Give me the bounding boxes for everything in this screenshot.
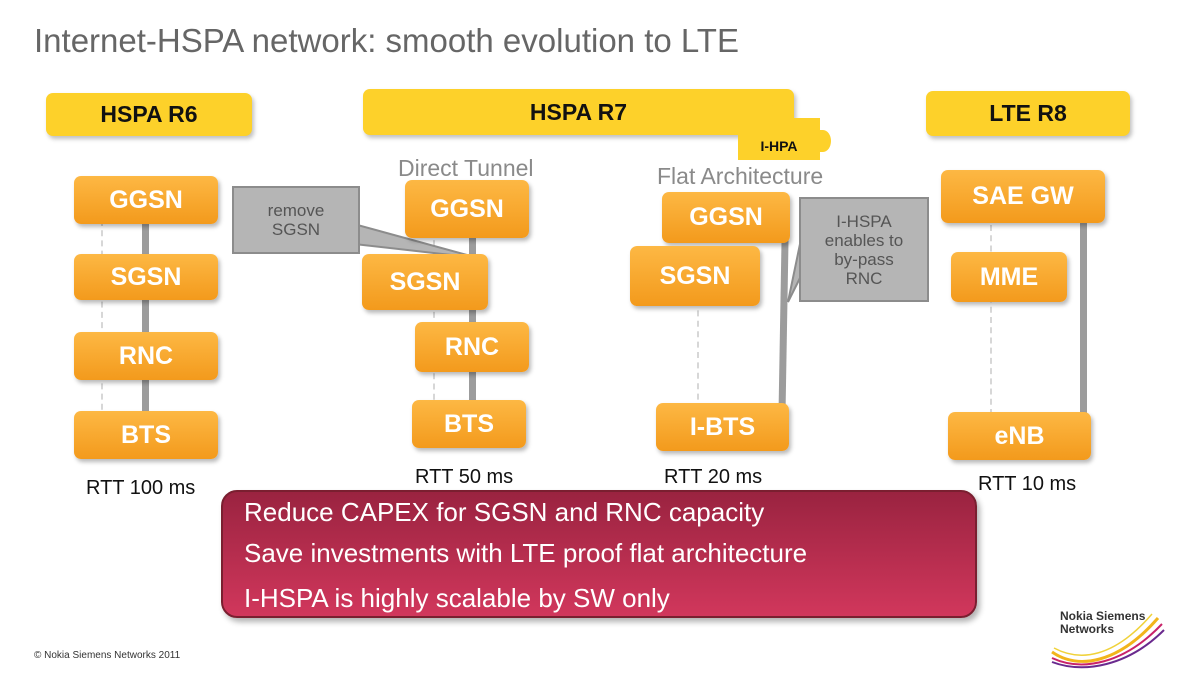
nsn-swoosh-icon	[1051, 613, 1165, 669]
lte-mme-node: MME	[951, 252, 1067, 302]
remove-sgsn-callout: remove SGSN	[232, 186, 360, 254]
r6-dashed-line	[101, 220, 103, 420]
flat-dashed-line	[697, 300, 699, 410]
lte-enb-node: eNB	[948, 412, 1091, 460]
i-hpa-badge: I-HPA	[738, 118, 820, 160]
flat-ibts-node: I-BTS	[656, 403, 789, 451]
flat-architecture-label: Flat Architecture	[657, 163, 824, 189]
puzzle-knob-icon	[767, 104, 791, 122]
direct-bts-node: BTS	[412, 400, 526, 448]
lte-rtt: RTT 10 ms	[978, 473, 1077, 495]
ihspa-callout: I-HSPA enables to by-pass RNC	[799, 197, 929, 302]
copyright-text: © Nokia Siemens Networks 2011	[34, 650, 181, 661]
logo-line-1: Nokia Siemens	[1060, 609, 1146, 623]
i-hpa-badge-label: I-HPA	[760, 138, 798, 154]
logo-line-2: Networks	[1060, 622, 1115, 636]
r6-rtt: RTT 100 ms	[86, 477, 196, 499]
nsn-logo: Nokia Siemens Networks	[1060, 610, 1145, 636]
header-lte-r8: LTE R8	[926, 91, 1130, 136]
direct-dashed-line	[433, 230, 435, 410]
r6-link-line	[142, 210, 149, 430]
slide-title: Internet-HSPA network: smooth evolution …	[34, 22, 739, 59]
header-hspa-r7: HSPA R7	[363, 89, 794, 135]
direct-sgsn-node: SGSN	[362, 254, 488, 310]
lte-dashed-line	[990, 225, 992, 415]
flat-sgsn-node: SGSN	[630, 246, 760, 306]
puzzle-knob-side-icon	[815, 130, 831, 152]
flat-ggsn-node: GGSN	[662, 192, 790, 243]
r6-bts-node: BTS	[74, 411, 218, 459]
direct-ggsn-node: GGSN	[405, 180, 529, 238]
lte-link-line	[1080, 215, 1087, 430]
r6-ggsn-node: GGSN	[74, 176, 218, 224]
flat-rtt: RTT 20 ms	[664, 466, 763, 488]
benefit-item: Reduce CAPEX for SGSN and RNC capacity	[244, 497, 765, 527]
lte-sae-gw-node: SAE GW	[941, 170, 1105, 223]
direct-tunnel-label: Direct Tunnel	[398, 155, 534, 181]
direct-rtt: RTT 50 ms	[415, 466, 514, 488]
r6-rnc-node: RNC	[74, 332, 218, 380]
direct-rnc-node: RNC	[415, 322, 529, 372]
benefits-banner	[221, 490, 977, 618]
benefit-item: I-HSPA is highly scalable by SW only	[244, 583, 670, 613]
r6-sgsn-node: SGSN	[74, 254, 218, 300]
header-hspa-r6: HSPA R6	[46, 93, 252, 136]
benefit-item: Save investments with LTE proof flat arc…	[244, 538, 808, 568]
